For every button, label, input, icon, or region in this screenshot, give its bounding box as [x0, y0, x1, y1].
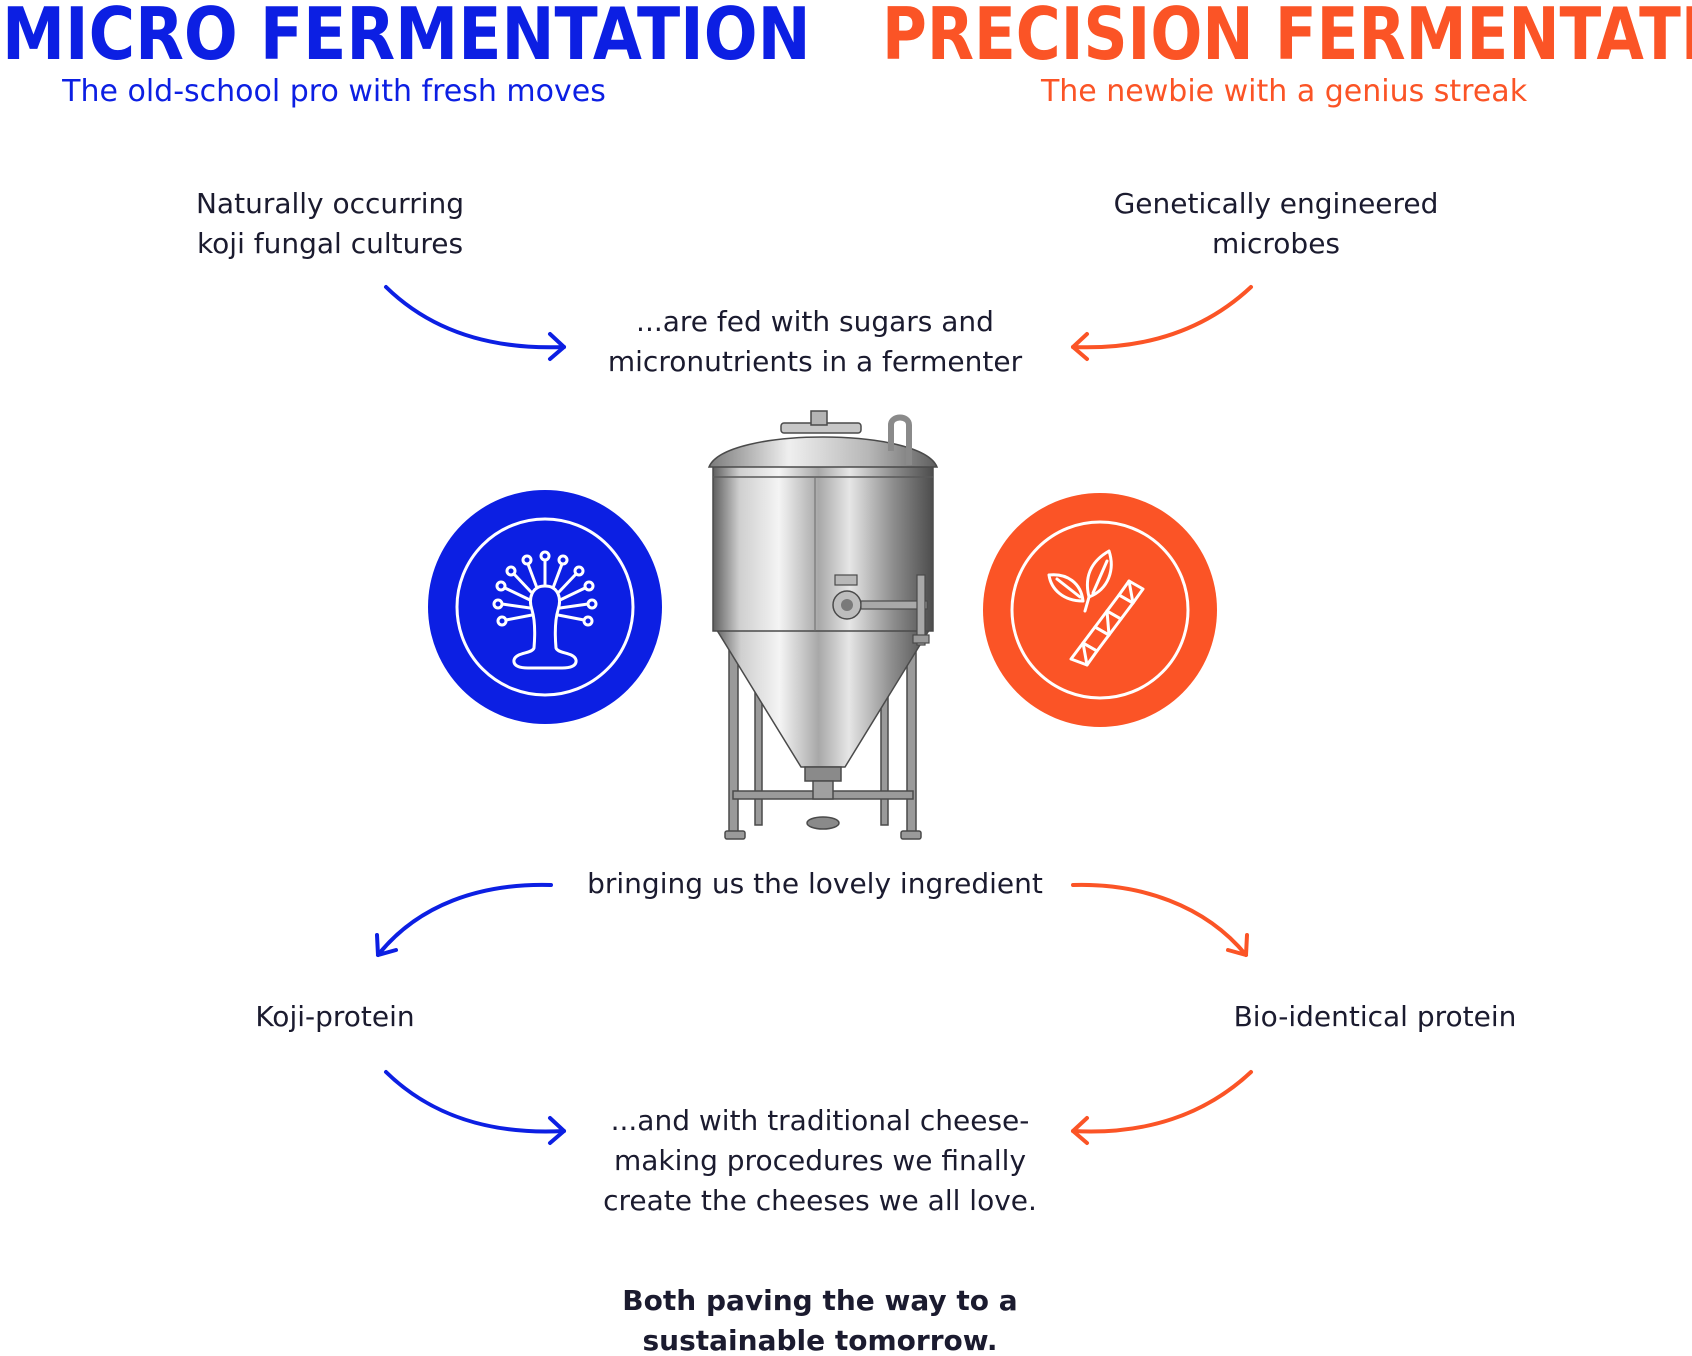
- arrowhead-bring-to-bio: [1226, 933, 1249, 957]
- arrow-bring-to-bio: [1071, 882, 1248, 957]
- feed-step-line: ...are fed with sugars and: [636, 305, 994, 338]
- arrow-source-to-feed-left: [384, 285, 566, 350]
- final-step-line: create the cheeses we all love.: [603, 1184, 1037, 1217]
- leaf-dna-icon: [1010, 520, 1190, 700]
- micro-fermentation-subtitle: The old-school pro with fresh moves: [62, 74, 606, 109]
- arrow-bring-to-koji: [376, 882, 553, 957]
- feed-step-line: micronutrients in a fermenter: [607, 345, 1023, 378]
- arrow-source-to-feed-right: [1071, 285, 1253, 350]
- arrowhead-bio-to-final: [1071, 1116, 1089, 1145]
- precision-source-text: Genetically engineered microbes: [1076, 184, 1476, 264]
- koji-culture-icon: [455, 517, 635, 697]
- precision-source-line: microbes: [1211, 227, 1341, 260]
- micro-source-text: Naturally occurring koji fungal cultures: [130, 184, 530, 264]
- arrowhead-source-to-feed-left: [548, 332, 566, 361]
- conclusion-line: Both paving the way to a: [622, 1284, 1018, 1317]
- micro-fermentation-title: MICRO FERMENTATION: [2, 0, 811, 76]
- final-step-line: ...and with traditional cheese-: [610, 1104, 1030, 1137]
- precision-source-line: Genetically engineered: [1113, 187, 1439, 220]
- feed-step-text: ...are fed with sugars and micronutrient…: [590, 302, 1040, 382]
- arrow-koji-to-final: [384, 1070, 566, 1134]
- micro-fermentation-badge: [428, 490, 662, 724]
- precision-fermentation-badge: [983, 493, 1217, 727]
- arrowhead-bring-to-koji: [375, 933, 398, 957]
- final-step-text: ...and with traditional cheese- making p…: [590, 1101, 1050, 1221]
- arrowhead-koji-to-final: [548, 1116, 566, 1145]
- precision-fermentation-subtitle: The newbie with a genius streak: [1040, 74, 1528, 109]
- final-step-line: making procedures we finally: [613, 1144, 1027, 1177]
- precision-fermentation-title: PRECISION FERMENTATION: [882, 0, 1692, 76]
- arrowhead-source-to-feed-right: [1071, 332, 1089, 361]
- micro-source-line: Naturally occurring: [195, 187, 465, 220]
- bringing-step-text: bringing us the lovely ingredient: [587, 867, 1043, 900]
- conclusion-line: sustainable tomorrow.: [642, 1324, 998, 1356]
- fermenter-tank-image: [707, 410, 939, 840]
- micro-source-line: koji fungal cultures: [196, 227, 464, 260]
- koji-protein-label: Koji-protein: [255, 1000, 415, 1033]
- arrow-bio-to-final: [1071, 1070, 1253, 1134]
- bio-identical-protein-label: Bio-identical protein: [1233, 1000, 1517, 1033]
- conclusion-text: Both paving the way to a sustainable tom…: [600, 1281, 1040, 1356]
